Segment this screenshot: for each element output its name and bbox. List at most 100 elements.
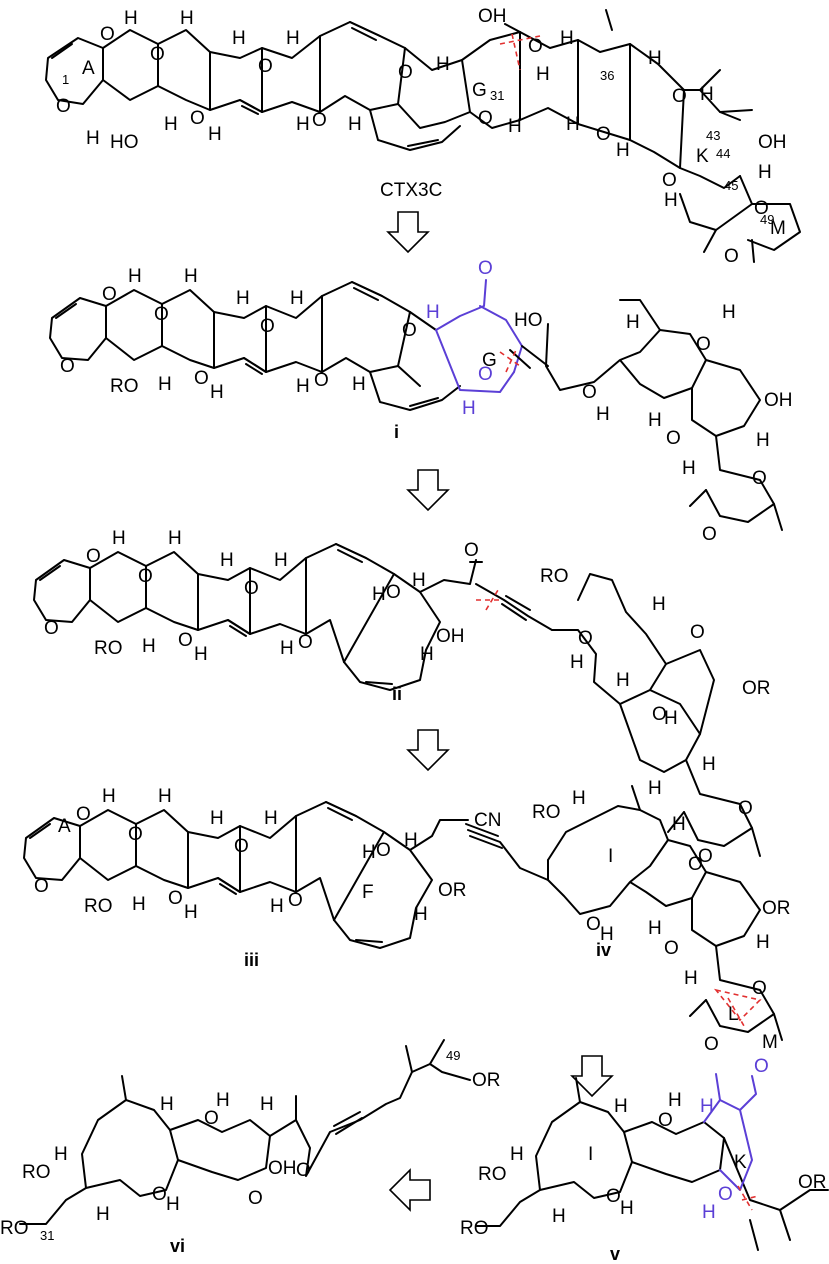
compound-label-i: i [394,422,399,442]
atom-H: H [184,902,198,923]
atom-H: H [682,458,696,479]
compound-iv-structure [465,785,783,1041]
atom-H: H [536,64,550,85]
atom-H: H [86,128,100,149]
atom-RO: RO [0,1218,29,1239]
target-name-ctx3c: CTX3C [380,180,442,201]
atom-O: O [666,428,681,449]
atom-H: H [362,842,376,863]
ring-label-G: G [472,80,487,101]
atom-number-49: 49 [446,1048,460,1063]
atom-O: O [528,36,543,57]
compound-label-iii: iii [244,950,259,970]
atom-H: H [652,594,666,615]
atom-H: H [164,114,178,135]
atom-O: O [652,704,667,725]
atom-O: O [696,334,711,355]
atom-O: O [752,468,767,489]
retrosynthesis-arrow-2 [406,469,450,512]
atom-RO: RO [460,1218,489,1239]
atom-H: H [756,932,770,953]
atom-O: O [204,1108,219,1129]
atom-H: H [158,374,172,395]
atom-H: H [756,430,770,451]
atom-H: H [404,830,418,851]
atom-H: H [648,410,662,431]
atom-H: H [648,918,662,939]
ring-label-G: G [482,350,497,371]
atom-O: O [702,524,717,545]
atom-O: O [658,1110,673,1131]
atom-H: H [668,1090,682,1111]
atom-H: H [352,374,366,395]
atom-RO: RO [532,802,561,823]
atom-OH: OH [478,6,507,27]
atom-H: H [600,924,614,945]
compound-i-highlight [435,279,549,393]
atom-number-49: 49 [760,212,774,227]
compound-v-labels: O O O O OR RO RO H H H H H H H I K v [460,1056,827,1264]
atom-O: O [76,804,91,825]
atom-H: H [290,288,304,309]
atom-O-highlight: O [754,1056,769,1077]
atom-H: H [96,1204,110,1225]
compound-i-structure [49,281,783,531]
atom-RO: RO [84,896,113,917]
atom-H: H [236,288,250,309]
atom-H-highlight: H [702,1202,716,1223]
atom-O: O [102,284,117,305]
retrosynthesis-arrow-3 [406,729,450,772]
atom-RO: RO [22,1162,51,1183]
atom-O-highlight: O [718,1184,733,1205]
atom-H: H [672,814,686,835]
atom-H: H [264,808,278,829]
atom-H: H [414,904,428,925]
atom-H: H [626,312,640,333]
compound-label-iv: iv [596,940,611,960]
atom-O: O [606,1186,621,1207]
atom-O: O [258,56,273,77]
atom-O: O [152,1184,167,1205]
compound-ii-labels: O O O O O O O O O O O O O RO OH OR RO H … [44,528,771,875]
atom-O: O [586,914,601,935]
atom-H: H [54,1144,68,1165]
ring-label-K: K [696,146,709,167]
atom-H: H [274,550,288,571]
atom-OH: OH [758,132,787,153]
atom-H: H [722,302,736,323]
atom-O: O [376,840,391,861]
atom-H: H [596,404,610,425]
atom-H: H [220,550,234,571]
atom-OR: OR [762,898,791,919]
atom-H: H [280,638,294,659]
atom-H: H [296,376,310,397]
atom-H: H [566,114,580,135]
atom-H: H [702,754,716,775]
atom-H: H [260,1094,274,1115]
compound-label-vi: vi [170,1236,185,1256]
atom-number-45: 45 [724,178,738,193]
atom-O: O [100,24,115,45]
atom-O: O [178,630,193,651]
atom-H: H [142,636,156,657]
atom-number-44: 44 [716,146,730,161]
atom-O: O [234,836,249,857]
atom-O: O [464,540,479,561]
atom-OR: OR [472,1070,501,1091]
atom-H: H [102,786,116,807]
atom-OH: OH [764,390,793,411]
compound-iii-labels: O O O O O O O CN OR RO H H H H H H H H H… [34,786,501,970]
atom-number-1: 1 [62,72,69,87]
atom-H: H [348,114,362,135]
atom-O: O [288,890,303,911]
compound-i-labels: O O O O O O O O O O O O O O HO OH RO H H… [60,258,793,545]
atom-O: O [578,628,593,649]
atom-O: O [248,1188,263,1209]
atom-O: O [724,246,739,267]
atom-O: O [314,370,329,391]
atom-H: H [210,808,224,829]
atom-H: H [124,8,138,29]
compound-iv-labels: O O O O O RO OR H H H H H H I L M iv [532,788,791,1055]
ring-label-K: K [734,1152,747,1173]
atom-H: H [648,778,662,799]
